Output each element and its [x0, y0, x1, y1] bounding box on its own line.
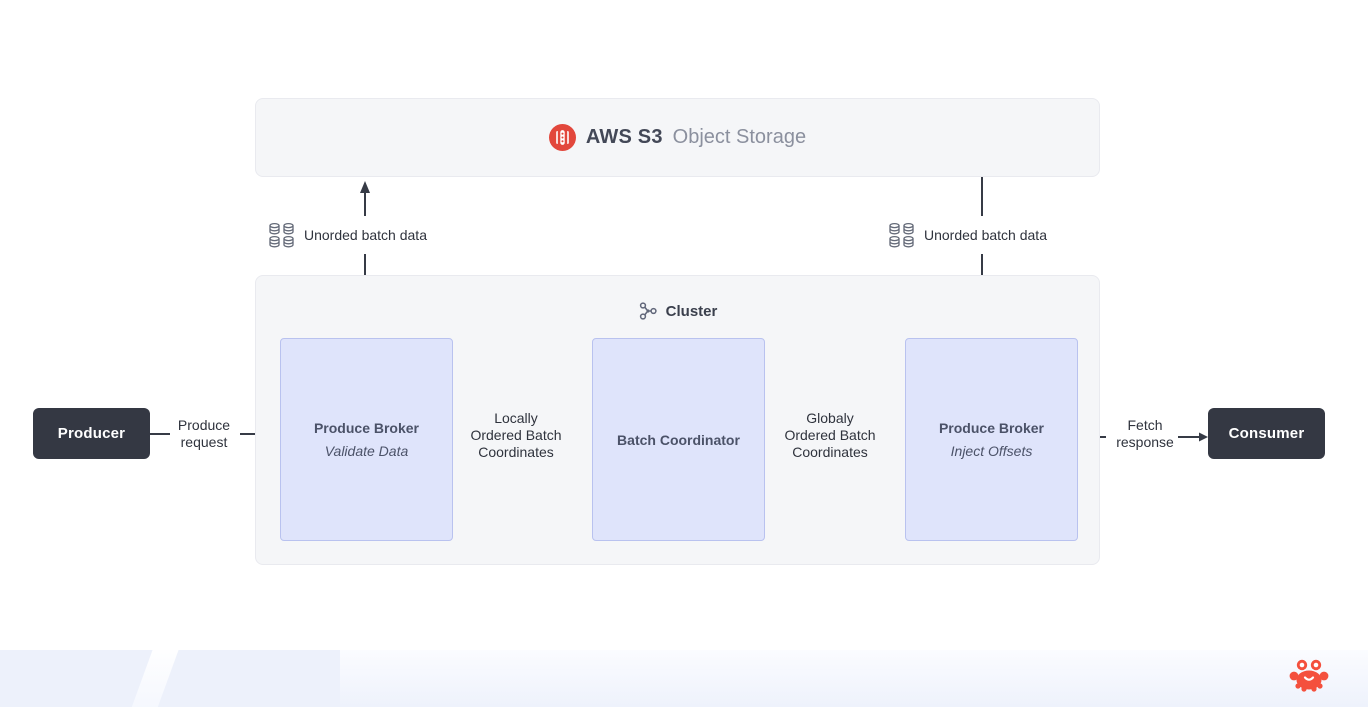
unordered-batch-data-label-left: Unorded batch data [262, 216, 433, 254]
producer-node: Producer [33, 408, 150, 459]
s3-name: AWS S3 [585, 126, 663, 148]
node-title: Produce Broker [313, 420, 420, 436]
unordered-batch-data-text: Unorded batch data [924, 227, 1047, 243]
node-title: Produce Broker [938, 420, 1045, 436]
produce-request-edge-label: Produce request [177, 417, 231, 451]
crab-icon [1288, 656, 1330, 696]
produce-broker-validate-node: Produce Broker Validate Data [280, 338, 453, 541]
produce-broker-inject-node: Produce Broker Inject Offsets [905, 338, 1078, 541]
unordered-batch-data-label-right: Unorded batch data [882, 216, 1053, 254]
footer-decoration [0, 650, 1368, 707]
node-subtitle: Inject Offsets [950, 443, 1033, 459]
node-subtitle: Validate Data [324, 443, 409, 459]
globally-ordered-edge-label: Globaly Ordered Batch Coordinates [784, 410, 876, 461]
cluster-graph-icon [638, 301, 658, 321]
unordered-batch-data-text: Unorded batch data [304, 227, 427, 243]
consumer-node: Consumer [1208, 408, 1325, 459]
cluster-title: Cluster [665, 302, 718, 320]
database-grid-icon [888, 222, 915, 249]
fetch-response-edge-label: Fetch response [1116, 417, 1174, 451]
node-title: Batch Coordinator [617, 431, 740, 448]
locally-ordered-edge-label: Locally Ordered Batch Coordinates [470, 410, 562, 461]
s3-storage-node: AWS S3 Object Storage [255, 98, 1100, 177]
producer-label: Producer [57, 425, 126, 442]
batch-coordinator-node: Batch Coordinator [592, 338, 765, 541]
s3-bucket-icon [548, 124, 576, 151]
s3-type-label: Object Storage [672, 126, 807, 148]
database-grid-icon [268, 222, 295, 249]
consumer-label: Consumer [1228, 425, 1305, 442]
cluster-container: Cluster Produce Broker Validate Data Bat… [255, 275, 1100, 565]
cluster-header: Cluster [256, 301, 1099, 321]
